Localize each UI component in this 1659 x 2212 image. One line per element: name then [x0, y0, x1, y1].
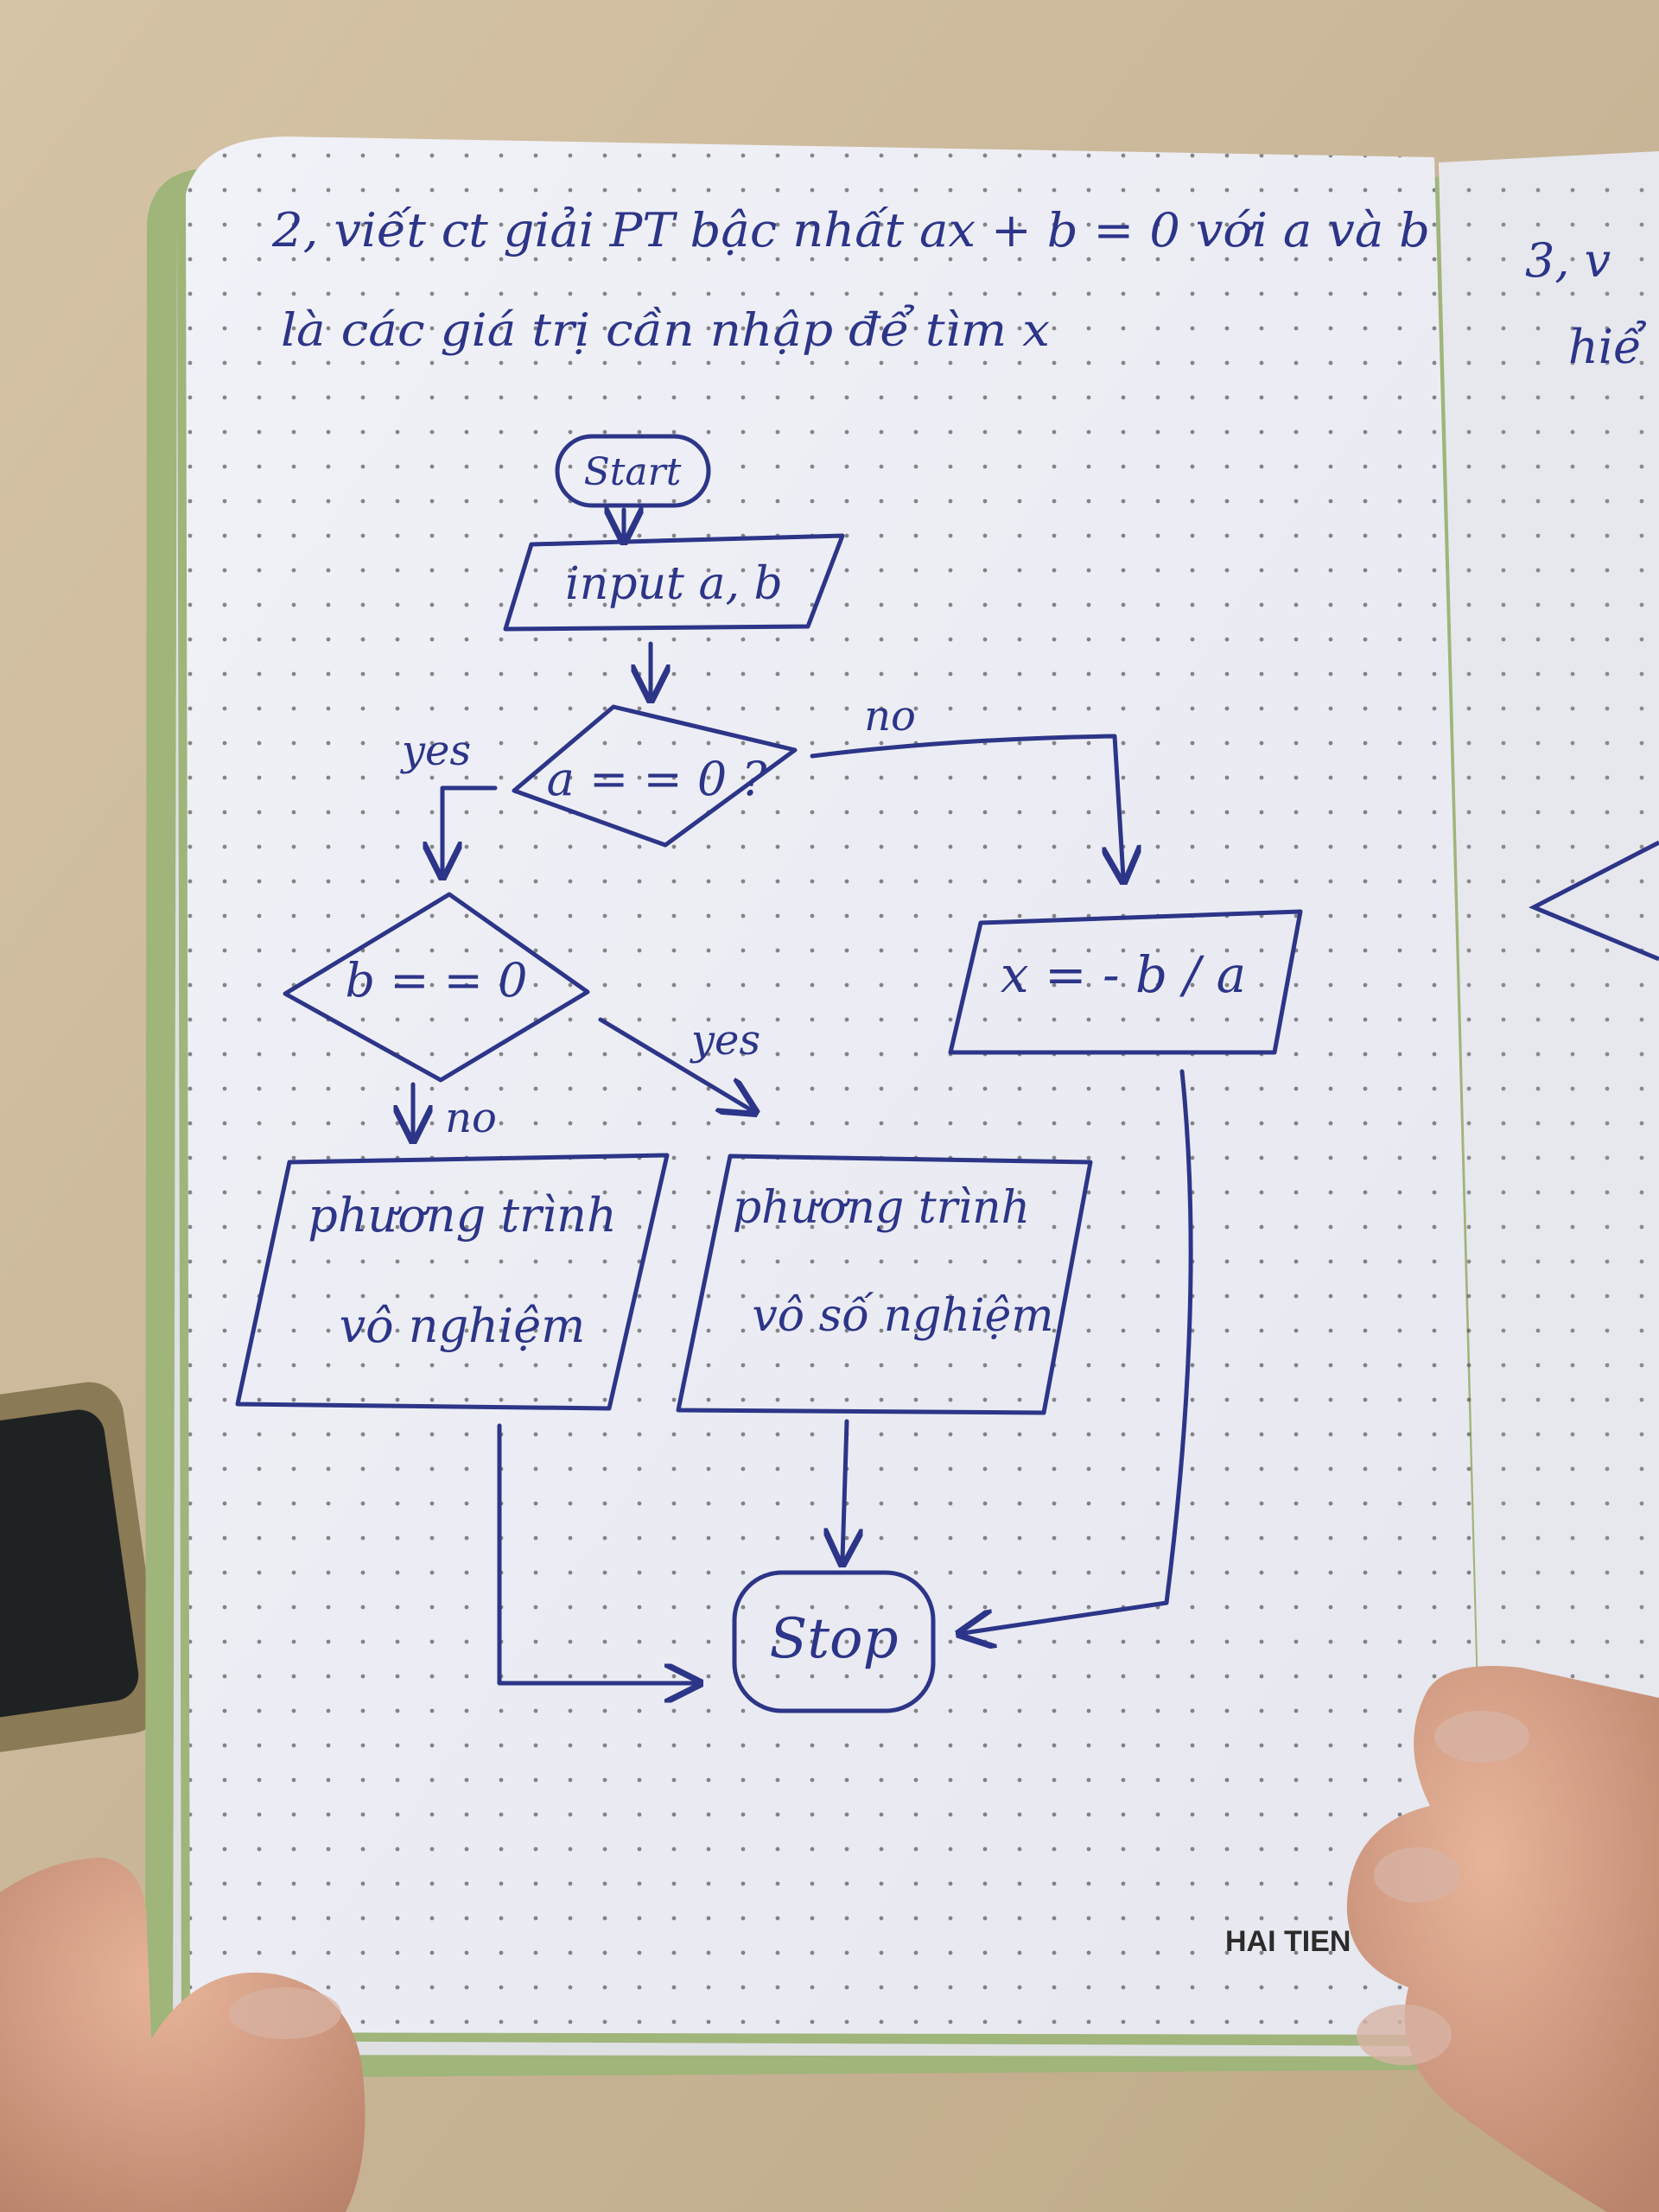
fingers-left	[0, 1858, 365, 2212]
start-node	[555, 434, 711, 508]
decision-b-label: b = = 0	[346, 953, 528, 1007]
box-infinite-line-1: phương trình	[733, 1182, 1030, 1234]
box-no-solution	[235, 1153, 670, 1411]
input-label: input a, b	[565, 558, 783, 610]
box-no-solution-line-1: phương trình	[308, 1188, 617, 1243]
box-no-solution-line-2: vô nghiệm	[340, 1299, 586, 1353]
arrow-no-a	[810, 734, 1123, 877]
next-page-diamond-fragment	[1529, 840, 1659, 962]
brand-label: HAI TIEN	[1225, 1925, 1351, 1958]
stop-node	[732, 1570, 936, 1713]
metal-clip	[0, 1382, 164, 1754]
connector-right-to-stop	[963, 1069, 1193, 1633]
next-page-line-2: hiể	[1568, 320, 1647, 374]
yes-b-label: yes	[690, 1016, 760, 1065]
stop-label: Stop	[769, 1607, 898, 1671]
fingers-right	[1346, 1666, 1659, 2212]
start-label: Start	[584, 450, 682, 494]
decision-b-node	[283, 892, 590, 1083]
connector-left-to-stop	[497, 1423, 696, 1683]
assign-label: x = - b / a	[1001, 945, 1246, 1004]
box-infinite-line-2: vô số nghiệm	[752, 1290, 1053, 1342]
decision-a-node	[512, 704, 798, 848]
box-infinite-solutions	[676, 1154, 1093, 1415]
arrow-yes-a	[442, 785, 498, 873]
no-a-label: no	[864, 692, 916, 741]
input-node	[503, 533, 845, 632]
connector-middle-to-stop	[842, 1419, 847, 1560]
no-b-label: no	[445, 1094, 497, 1142]
flowchart	[235, 434, 1303, 1713]
heading-line-1: 2, viết ct giải PT bậc nhất ax + b = 0 v…	[271, 203, 1430, 257]
yes-a-label: yes	[400, 727, 471, 775]
next-page-line-1: 3, v	[1525, 233, 1611, 288]
heading-line-2: là các giá trị cần nhập để tìm x	[281, 305, 1050, 357]
arrow-yes-b	[598, 1017, 752, 1110]
assign-node	[948, 909, 1303, 1055]
decision-a-label: a = = 0 ?	[547, 752, 768, 806]
